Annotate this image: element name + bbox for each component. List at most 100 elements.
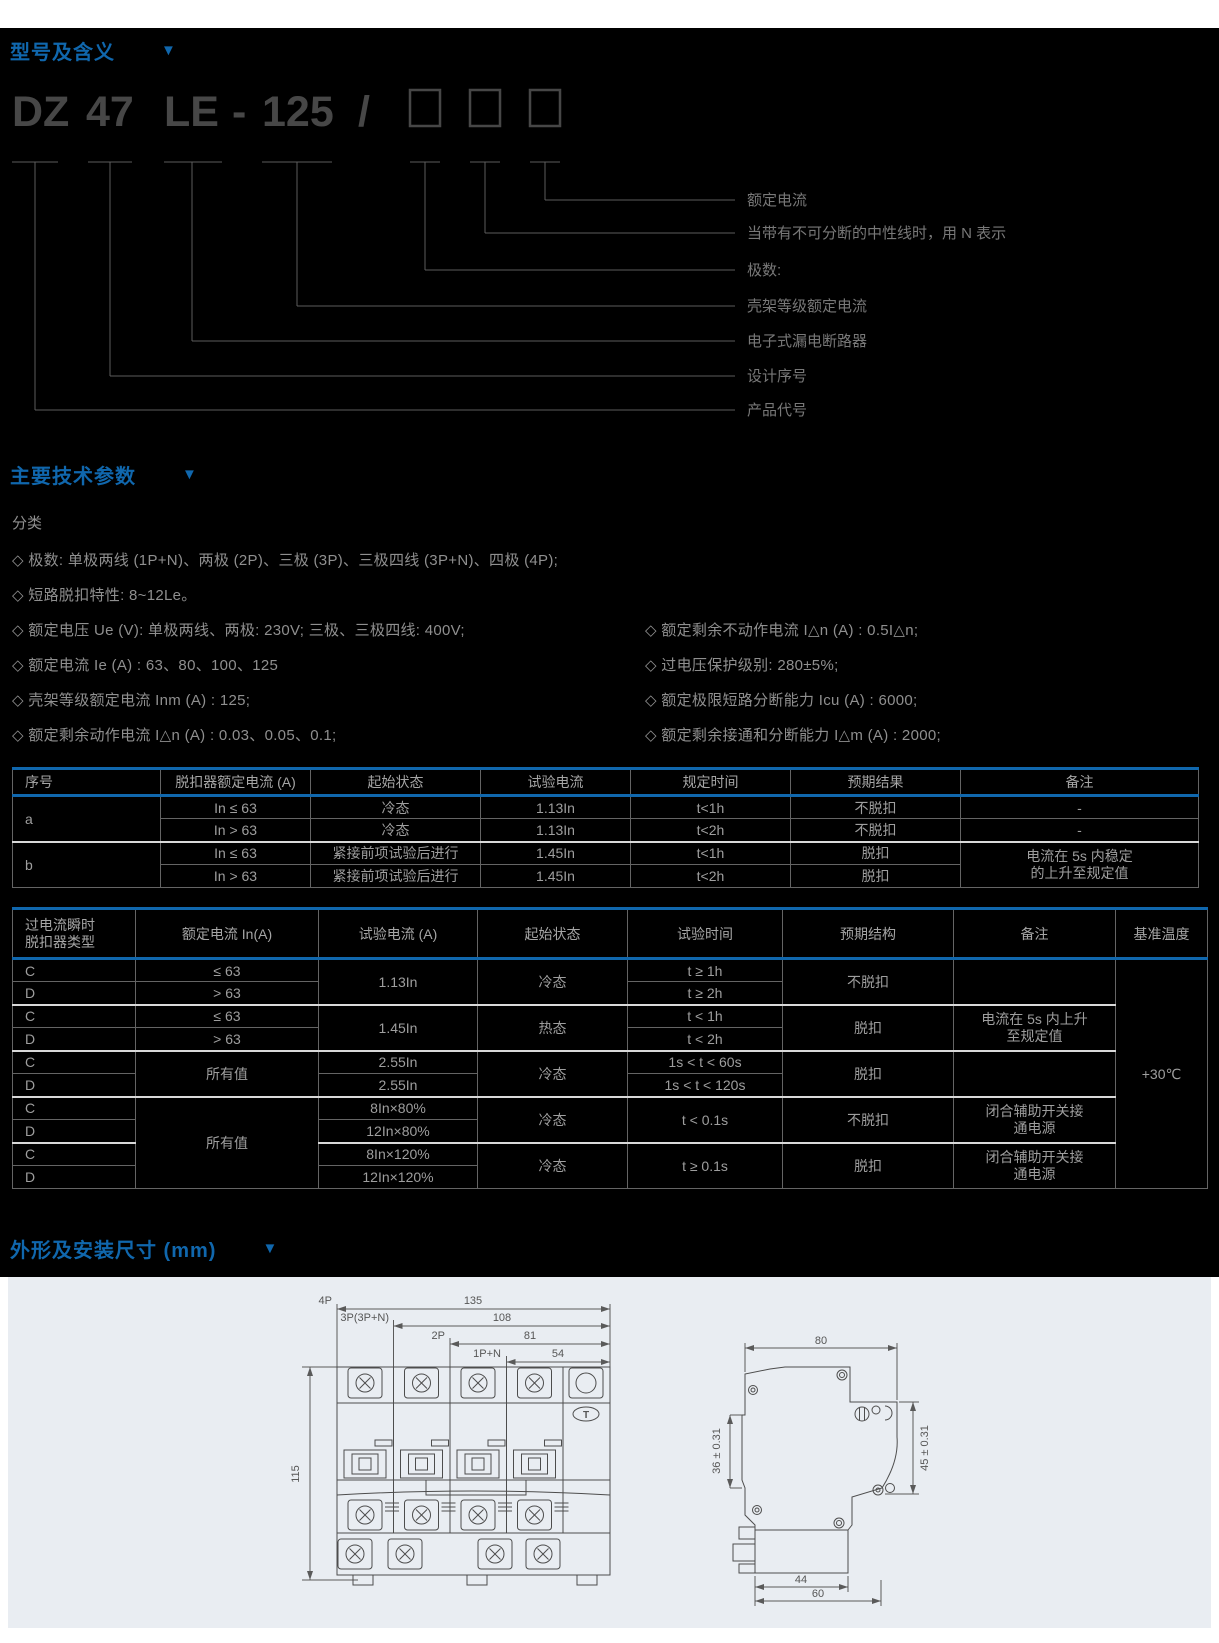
screw-terminal-icon xyxy=(477,1538,513,1570)
section-marker-icon: ▼ xyxy=(161,42,176,59)
section-title-model: 型号及含义 ▼ xyxy=(10,36,176,65)
section-title-params: 主要技术参数 ▼ xyxy=(10,460,197,489)
screw-terminal-icon xyxy=(460,1499,496,1531)
toggle-handle-icon xyxy=(343,1449,387,1479)
toggle-handle-icon xyxy=(513,1449,556,1479)
cell: - xyxy=(960,818,1199,842)
model-placeholder-box xyxy=(468,88,502,128)
model-label: 产品代号 xyxy=(747,402,807,419)
cell: D xyxy=(12,1073,136,1097)
dimension-label: 135 xyxy=(464,1295,482,1307)
cell: C xyxy=(12,1141,136,1166)
table-row: C ≤ 63 1.13In 冷态 t ≥ 1h 不脱扣 +30℃ xyxy=(12,958,1208,1189)
section-title-text: 主要技术参数 xyxy=(10,466,136,488)
cell: In ≤ 63 xyxy=(160,795,311,819)
screw-terminal-icon xyxy=(347,1367,383,1399)
cell: 闭合辅助开关接 通电源 xyxy=(953,1095,1116,1143)
cell: C xyxy=(12,1095,136,1120)
cell: 脱扣 xyxy=(782,1049,954,1097)
cell: t<2h xyxy=(630,818,791,842)
dimension-label: 44 xyxy=(795,1574,807,1586)
cell: C xyxy=(12,1003,136,1028)
table-row: D 2.55In 1s < t < 120s xyxy=(12,1073,1208,1097)
section-title-text: 型号及含义 xyxy=(10,42,115,64)
cell: > 63 xyxy=(135,1027,319,1051)
table-row: C ≤ 63 1.45In 热态 t < 1h 脱扣 电流在 5s 内上升 至规… xyxy=(12,1003,1208,1051)
side-view-drawing: 80 36 ± 0.31 45 ± 0.31 xyxy=(711,1335,931,1606)
note-line: 闭合辅助开关接 xyxy=(985,1148,1084,1165)
cell xyxy=(953,1049,1116,1097)
spec-item: ◇ 壳架等级额定电流 Inm (A) : 125; xyxy=(12,692,251,709)
column-header: 起始状态 xyxy=(477,908,628,959)
model-label: 设计序号 xyxy=(747,368,807,385)
cell: 冷态 xyxy=(477,958,628,1005)
table-header-row: 序号 脱扣器额定电流 (A) 起始状态 试验电流 规定时间 预期结果 备注 xyxy=(12,768,1199,796)
spec-item: ◇ 额定剩余动作电流 I△n (A) : 0.03、0.05、0.1; xyxy=(12,727,337,744)
table-row: In > 63 紧接前项试验后进行 1.45In t<2h 脱扣 xyxy=(13,864,1199,888)
screw-terminal-icon xyxy=(404,1367,439,1399)
cell: 不脱扣 xyxy=(790,818,961,842)
cell: +30℃ xyxy=(1115,958,1208,1189)
model-label: 当带有不可分断的中性线时，用 N 表示 xyxy=(747,225,1006,242)
screw-terminal-icon xyxy=(337,1538,373,1570)
cell: 紧接前项试验后进行 xyxy=(310,864,481,888)
spec-item: ◇ 额定电压 Ue (V): 单极两线、两极: 230V; 三极、三极四线: 4… xyxy=(12,622,465,639)
screw-terminal-icon xyxy=(525,1538,561,1570)
cell: 1.13In xyxy=(480,818,631,842)
cell: - xyxy=(960,795,1199,819)
cell: t<1h xyxy=(630,840,791,865)
note-line: 的上升至规定值 xyxy=(1030,864,1129,881)
cell: 2.55In xyxy=(318,1073,478,1097)
section-title-dimensions: 外形及安装尺寸 (mm) ▼ xyxy=(10,1234,277,1263)
cell: 1.45In xyxy=(318,1003,478,1051)
section-marker-icon: ▼ xyxy=(262,1240,278,1257)
column-header: 序号 xyxy=(12,768,161,796)
din-tab xyxy=(352,1574,374,1586)
cell: 脱扣 xyxy=(782,1003,954,1051)
cell: D xyxy=(12,1165,136,1189)
spec-item: ◇ 额定极限短路分断能力 Icu (A) : 6000; xyxy=(645,692,918,709)
spec-subtitle: 分类 xyxy=(12,515,43,532)
column-header: 脱扣器额定电流 (A) xyxy=(160,768,311,796)
cell: 脱扣 xyxy=(782,1141,954,1189)
cell: t ≥ 1h xyxy=(627,958,783,982)
note-line: 电流在 5s 内稳定 xyxy=(1026,847,1133,864)
column-header: 试验电流 (A) xyxy=(318,908,478,959)
cell: a xyxy=(12,795,161,842)
cell: 闭合辅助开关接 通电源 xyxy=(953,1141,1116,1189)
cell: ≤ 63 xyxy=(135,958,319,982)
cell: D xyxy=(12,1119,136,1143)
cell: D xyxy=(12,1027,136,1051)
cell: t < 1h xyxy=(627,1003,783,1028)
cell: 冷态 xyxy=(477,1095,628,1143)
test-button xyxy=(572,1406,600,1422)
dimension-label: 54 xyxy=(552,1348,564,1360)
table-row: D 12In×80% xyxy=(12,1119,1208,1143)
dimension-label: 1P+N xyxy=(473,1348,501,1360)
column-header: 试验时间 xyxy=(627,908,783,959)
spec-item: ◇ 短路脱扣特性: 8~12Le。 xyxy=(12,587,197,604)
note-line: 通电源 xyxy=(1013,1119,1056,1136)
cell: In > 63 xyxy=(160,818,311,842)
model-part: 125 xyxy=(262,88,334,136)
model-part: - xyxy=(232,88,246,136)
cell xyxy=(953,958,1116,1005)
cell: t < 2h xyxy=(627,1027,783,1051)
spec-item: ◇ 极数: 单极两线 (1P+N)、两极 (2P)、三极 (3P)、三极四线 (… xyxy=(12,552,559,569)
din-clip xyxy=(732,1543,756,1562)
model-placeholder-box xyxy=(528,88,562,128)
cell: 12In×120% xyxy=(318,1165,478,1189)
header-line: 脱扣器类型 xyxy=(25,933,95,950)
din-tab xyxy=(576,1574,598,1586)
dimension-label: 45 ± 0.31 xyxy=(919,1425,931,1471)
cell: 电流在 5s 内稳定 的上升至规定值 xyxy=(960,840,1199,888)
model-part: LE xyxy=(164,88,219,136)
screw-terminal-icon xyxy=(347,1499,383,1531)
header-line: 过电流瞬时 xyxy=(25,916,95,933)
toggle-handle-icon xyxy=(400,1449,443,1479)
cell: 1s < t < 60s xyxy=(627,1049,783,1074)
dimension-label: 60 xyxy=(812,1588,824,1600)
column-header: 备注 xyxy=(960,768,1199,796)
cell: 2.55In xyxy=(318,1049,478,1074)
model-part: 47 xyxy=(86,88,134,136)
